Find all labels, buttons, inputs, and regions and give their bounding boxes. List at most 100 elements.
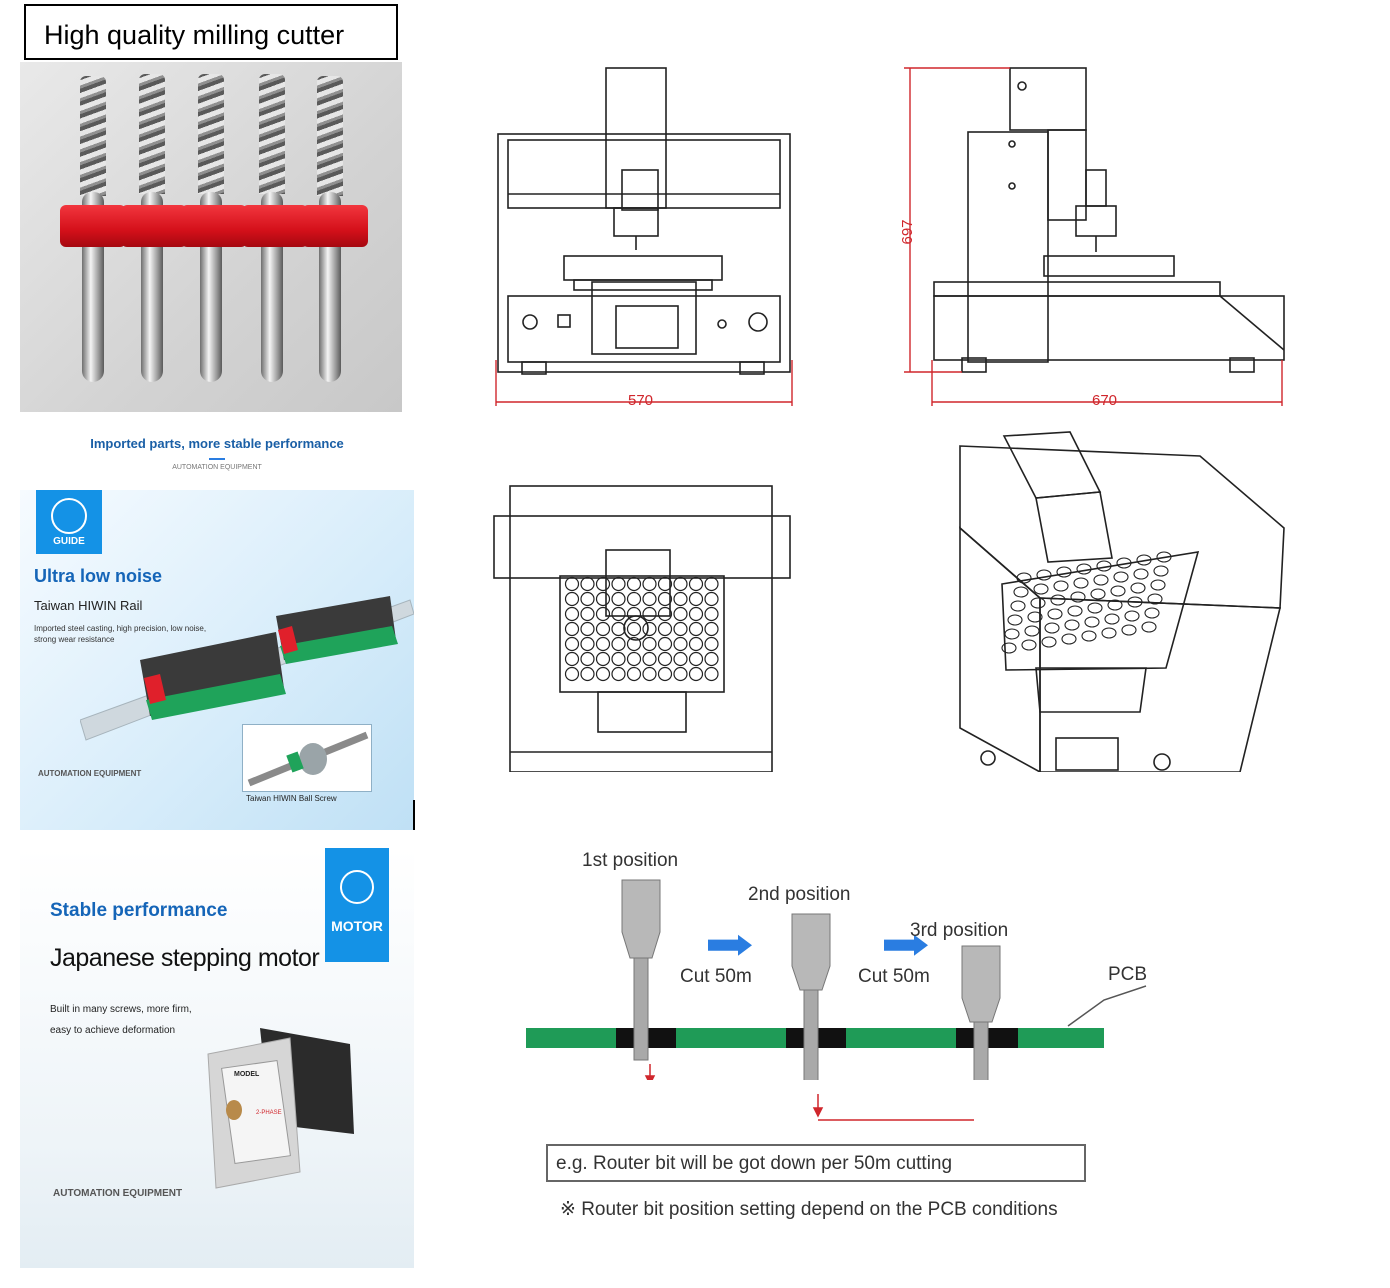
motor-footer: AUTOMATION EQUIPMENT: [53, 1188, 183, 1199]
fixture-hole: [1064, 619, 1080, 631]
fixture-hole: [611, 636, 626, 652]
fixture-hole: [1033, 583, 1049, 595]
motor-subtitle: Japanese stepping motor: [50, 944, 320, 972]
fixture-hole: [642, 666, 657, 682]
fixture-hole: [673, 606, 688, 622]
fixture-hole: [1121, 624, 1137, 636]
fixture-hole: [611, 621, 626, 637]
fixture-hole: [1147, 593, 1163, 605]
guide-badge-label: GUIDE: [53, 536, 85, 547]
fixture-hole: [1104, 613, 1120, 625]
fixture-hole: [673, 651, 688, 667]
fixture-hole: [1016, 572, 1032, 584]
stepping-motor-panel: MOTOR Stable performance Japanese steppi…: [20, 848, 414, 1268]
cutter-flute-4: [259, 74, 285, 194]
router-position-diagram: 1st position 2nd position 3rd position C…: [526, 850, 1147, 1080]
fixture-hole: [642, 651, 657, 667]
cutter-flute-1: [80, 76, 106, 196]
fixture-hole: [626, 576, 642, 592]
fixture-hole: [1156, 551, 1172, 563]
pcb-pointer: [1067, 985, 1147, 1027]
fixture-hole: [657, 606, 673, 622]
cutter-ring-1: [60, 205, 126, 247]
fixture-hole: [657, 666, 673, 682]
fixture-hole: [580, 606, 595, 622]
fixture-hole: [564, 666, 580, 682]
fixture-hole: [580, 666, 595, 682]
motor-label-phase: 2-PHASE: [256, 1110, 282, 1116]
fixture-hole: [642, 591, 657, 607]
front-width-label: 570: [628, 392, 653, 409]
fixture-hole: [1133, 568, 1149, 580]
cutter-flute-3: [198, 74, 224, 194]
fixture-hole: [564, 636, 580, 652]
cutter-ring-4: [242, 205, 308, 247]
fixture-hole: [1024, 625, 1040, 637]
fixture-hole: [1090, 588, 1106, 600]
motor-desc-line1: Built in many screws, more firm,: [50, 1004, 192, 1015]
motor-badge-label: MOTOR: [331, 918, 383, 934]
fixture-hole: [704, 621, 719, 637]
guide-rail-panel: GUIDE Ultra low noise Taiwan HIWIN Rail …: [20, 490, 414, 830]
fixture-hole: [580, 636, 595, 652]
fixture-hole: [1067, 605, 1083, 617]
fixture-hole: [704, 576, 719, 592]
fixture-hole: [1013, 586, 1029, 598]
cut-arrow-1: [708, 934, 752, 956]
fixture-hole: [704, 651, 719, 667]
fixture-hole: [580, 576, 595, 592]
router-bit-1: [621, 879, 661, 1061]
fixture-hole: [1073, 577, 1089, 589]
fixture-hole: [1093, 574, 1109, 586]
fixture-hole: [564, 576, 580, 592]
fixture-hole: [673, 636, 688, 652]
guide-desc-line2: strong wear resistance: [34, 635, 115, 644]
fixture-hole: [688, 621, 704, 637]
fixture-hole: [657, 576, 673, 592]
fixture-hole: [1050, 594, 1066, 606]
motor-icon: [340, 870, 374, 904]
fixture-hole: [626, 621, 642, 637]
fixture-hole: [1124, 610, 1140, 622]
fixture-hole: [1047, 608, 1063, 620]
milling-cutter-caption-text: High quality milling cutter: [44, 20, 345, 50]
fixture-hole: [1116, 557, 1132, 569]
cutter-ring-2: [121, 205, 187, 247]
ball-screw-illustration: [247, 731, 369, 787]
fixture-hole: [1061, 633, 1077, 645]
fixture-hole: [595, 576, 611, 592]
side-height-label: 697: [899, 219, 916, 244]
fixture-hole: [611, 591, 626, 607]
fixture-hole: [1150, 579, 1166, 591]
position-1-label: 1st position: [582, 850, 678, 871]
fixture-hole: [626, 636, 642, 652]
fixture-hole: [673, 666, 688, 682]
fixture-hole: [611, 606, 626, 622]
fixture-hole-grid: [564, 576, 719, 682]
guide-subtitle: Taiwan HIWIN Rail: [34, 598, 143, 613]
linear-rail-illustration: [80, 596, 414, 741]
cut-arrow-2: [884, 934, 928, 956]
fixture-hole: [564, 621, 580, 637]
fixture-hole: [626, 651, 642, 667]
fixture-hole: [1004, 628, 1020, 640]
fixture-hole: [1110, 585, 1126, 597]
fixture-hole: [1113, 571, 1129, 583]
fixture-hole: [1153, 565, 1169, 577]
top-view-drawing: [493, 485, 791, 772]
note-box: e.g. Router bit will be got down per 50m…: [546, 1144, 1086, 1182]
milling-cutter-photo: [20, 62, 402, 412]
fixture-hole: [564, 591, 580, 607]
fixture-hole: [626, 591, 642, 607]
fixture-hole: [642, 636, 657, 652]
fixture-hole: [595, 651, 611, 667]
panel-separator: [413, 800, 415, 830]
fixture-hole: [688, 606, 704, 622]
fixture-hole: [1096, 560, 1112, 572]
fixture-hole: [580, 621, 595, 637]
fixture-hole: [1130, 582, 1146, 594]
cut-1-label: Cut 50m: [680, 966, 752, 987]
pcb-label: PCB: [1108, 964, 1147, 985]
fixture-hole: [1076, 563, 1092, 575]
motor-label-model: MODEL: [234, 1071, 260, 1078]
